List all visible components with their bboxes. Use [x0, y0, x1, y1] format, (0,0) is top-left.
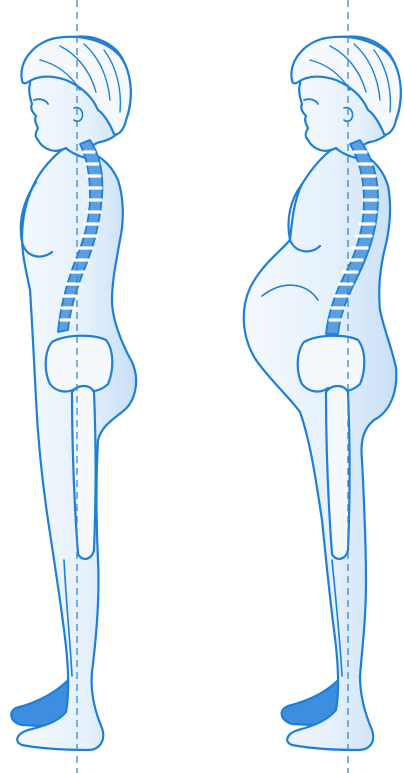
body-outline-right: [244, 148, 397, 750]
arm-left: [72, 386, 96, 559]
pelvis-left: [46, 336, 113, 392]
figure-pregnant: [244, 36, 401, 750]
figure-non-pregnant: [11, 36, 136, 750]
pelvis-right: [298, 336, 365, 392]
arm-right: [326, 386, 350, 559]
